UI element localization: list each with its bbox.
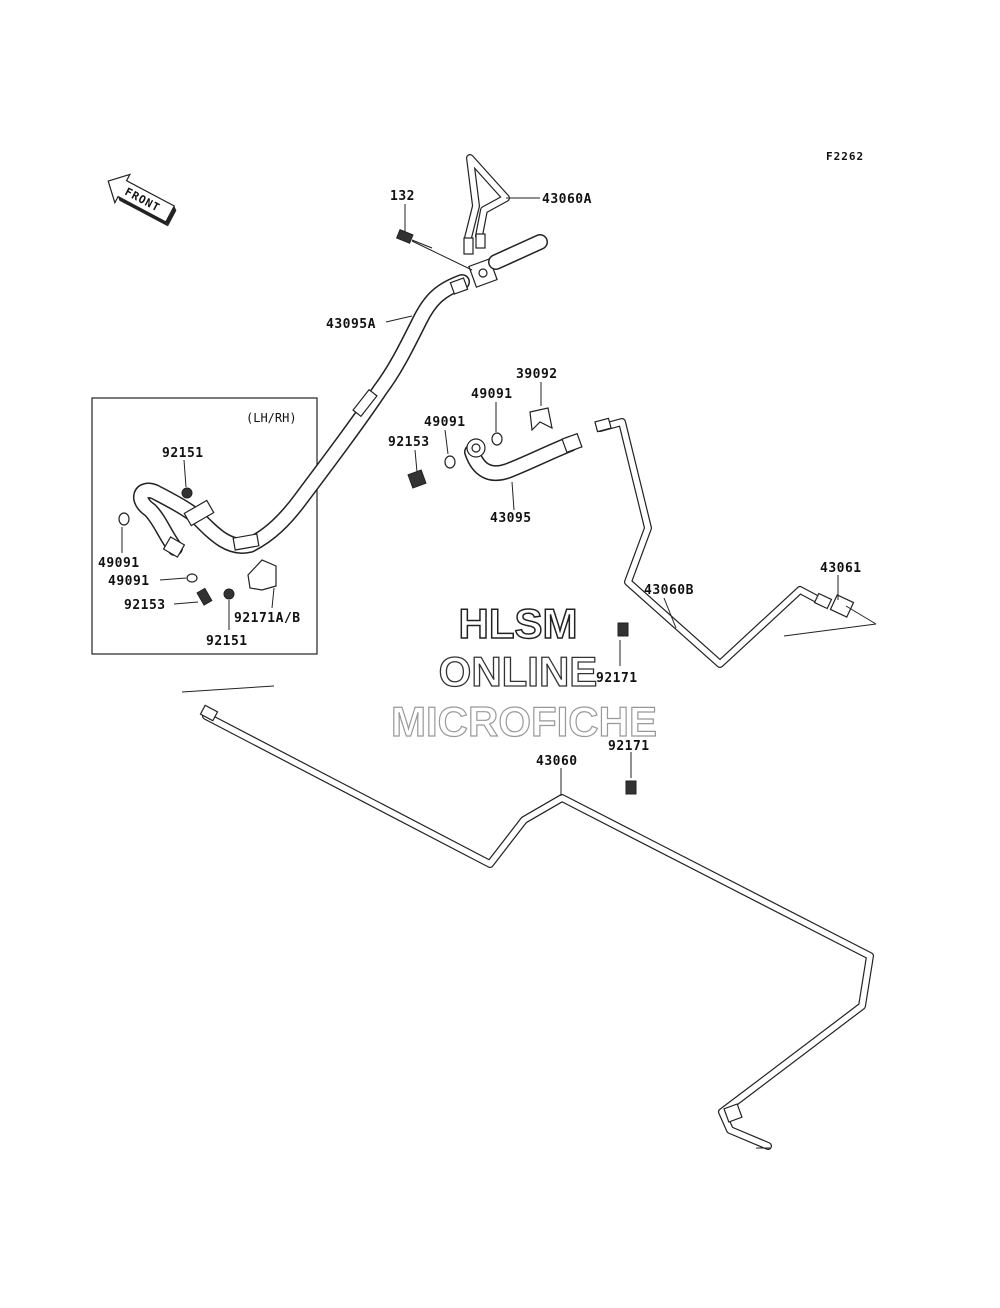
clip-39092-icon [529,407,553,432]
clip-92171-icons [617,622,637,795]
figure-code: F2262 [826,150,864,163]
hose-stub [488,234,548,270]
brake-hose-43095 [407,407,583,489]
inset-parts [118,487,277,606]
part-label-92153-a: 92153 [388,435,430,450]
part-label-92171-a: 92171 [596,671,638,686]
part-label-92151-b: 92151 [206,634,248,649]
part-label-49091-b: 49091 [424,415,466,430]
brake-line-43060 [199,704,874,1150]
front-arrow-icon: FRONT [107,173,177,227]
part-label-43095A: 43095A [326,317,376,332]
part-label-132: 132 [390,189,415,204]
part-label-92171AB: 92171A/B [234,611,301,626]
bolt-92151-b-icon [223,588,235,600]
watermark-line2: ONLINE [439,648,598,695]
reference-line-left [181,685,275,693]
part-label-92153-b: 92153 [124,598,166,613]
part-label-49091-d: 49091 [108,574,150,589]
brake-line-43060B [594,417,855,668]
bracket-92171-icon [247,559,277,591]
washer-49091-icon [118,512,130,526]
bolt-92153-icon [196,587,213,606]
watermark: HLSM ONLINE MICROFICHE [390,599,657,745]
part-label-49091-a: 49091 [471,387,513,402]
bolt-92151-icon [181,487,193,499]
part-label-43060B: 43060B [644,583,694,598]
watermark-line3: MICROFICHE [391,698,657,745]
part-label-43060A: 43060A [542,192,592,207]
part-label-49091-c: 49091 [98,556,140,571]
washer-49091-b-icon [186,573,198,583]
part-label-43061: 43061 [820,561,862,576]
part-label-92151-a: 92151 [162,446,204,461]
part-label-43095: 43095 [490,511,532,526]
part-label-92171-b: 92171 [608,739,650,754]
part-label-43060: 43060 [536,754,578,769]
leader-lines [121,197,839,796]
reference-line-right [783,623,877,637]
part-label-39092: 39092 [516,367,558,382]
inset-box [91,397,318,655]
brake-line-43060A [463,154,510,255]
brake-hose-43095A [133,274,470,558]
bolt-132 [395,229,433,249]
inset-label: (LH/RH) [246,411,297,425]
watermark-line1: HLSM [459,600,578,647]
